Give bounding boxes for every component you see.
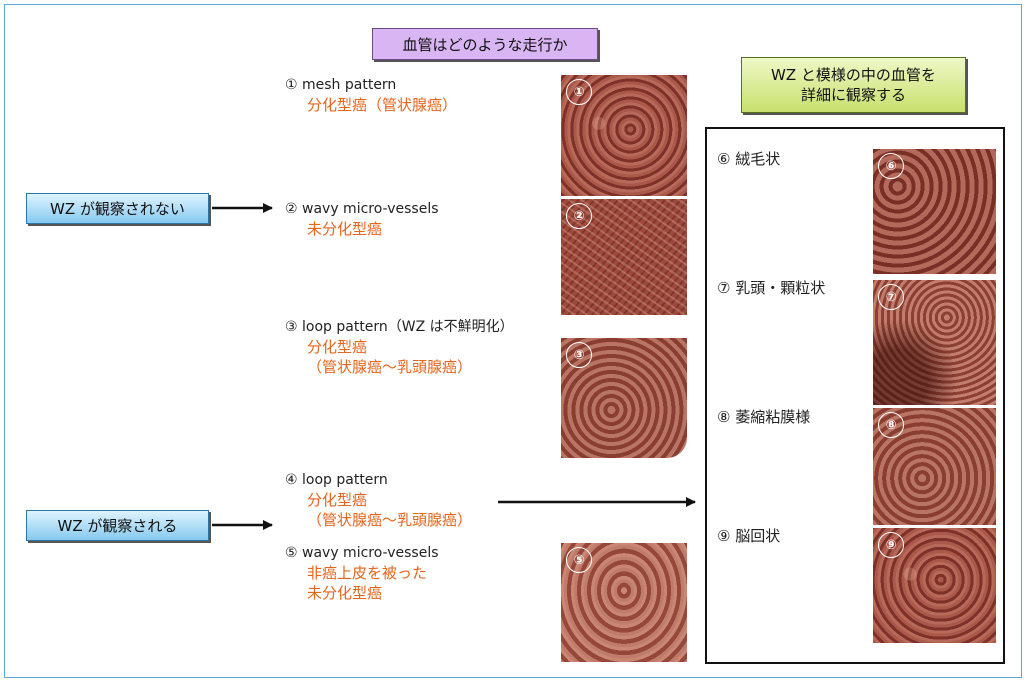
thumbnail-7-number: ⑦ <box>878 284 904 310</box>
right-item-6-label: ⑥ 絨毛状 <box>717 150 781 168</box>
condition-wz-observed: WZ が観察される <box>26 510 209 541</box>
right-item-7: ⑦ 乳頭・顆粒状 <box>717 279 825 298</box>
thumbnail-9-number: ⑨ <box>878 532 904 558</box>
thumbnail-8: ⑧ <box>873 408 996 525</box>
thumbnail-3-number: ③ <box>566 342 592 368</box>
thumbnail-1: ① <box>561 75 687 196</box>
right-section-title: WZ と模様の中の血管を 詳細に観察する <box>741 57 966 113</box>
thumbnail-6-number: ⑥ <box>878 153 904 179</box>
item-4: ④ loop pattern 分化型癌 （管状腺癌～乳頭腺癌） <box>285 471 472 530</box>
item-5-en: ⑤ wavy micro-vessels <box>285 545 439 561</box>
thumbnail-1-number: ① <box>566 79 592 105</box>
item-3-jp-1: 分化型癌 <box>307 338 368 356</box>
outer-frame <box>4 4 1022 678</box>
item-5: ⑤ wavy micro-vessels 非癌上皮を被った 未分化型癌 <box>285 544 439 603</box>
thumbnail-9: ⑨ <box>873 528 996 643</box>
condition-observed-text: WZ が観察される <box>57 517 178 535</box>
item-2-en: ② wavy micro-vessels <box>285 201 439 217</box>
item-4-jp-2: （管状腺癌～乳頭腺癌） <box>307 511 473 529</box>
condition-wz-not-observed: WZ が観察されない <box>26 193 209 224</box>
item-2: ② wavy micro-vessels 未分化型癌 <box>285 200 439 239</box>
right-item-6: ⑥ 絨毛状 <box>717 150 780 169</box>
item-1-en: ① mesh pattern <box>285 77 397 93</box>
right-item-8: ⑧ 萎縮粘膜様 <box>717 408 810 427</box>
right-item-9-label: ⑨ 脳回状 <box>717 527 781 545</box>
condition-not-observed-text: WZ が観察されない <box>50 200 185 218</box>
left-section-title: 血管はどのような走行か <box>372 28 598 60</box>
right-item-8-label: ⑧ 萎縮粘膜様 <box>717 408 811 426</box>
thumbnail-2-number: ② <box>566 203 592 229</box>
thumbnail-5-number: ⑤ <box>566 547 592 573</box>
thumbnail-5: ⑤ <box>561 543 687 662</box>
thumbnail-2: ② <box>561 199 687 315</box>
right-item-9: ⑨ 脳回状 <box>717 527 780 546</box>
thumbnail-8-number: ⑧ <box>878 412 904 438</box>
item-2-jp: 未分化型癌 <box>307 220 383 238</box>
item-3-en: ③ loop pattern（WZ は不鮮明化） <box>285 319 514 335</box>
thumbnail-3: ③ <box>561 338 687 458</box>
right-item-7-label: ⑦ 乳頭・顆粒状 <box>717 279 826 297</box>
right-title-line1: WZ と模様の中の血管を <box>771 66 936 84</box>
item-5-jp-1: 非癌上皮を被った <box>307 564 428 582</box>
item-1-jp: 分化型癌（管状腺癌） <box>307 96 458 114</box>
item-4-en: ④ loop pattern <box>285 472 388 488</box>
item-3: ③ loop pattern（WZ は不鮮明化） 分化型癌 （管状腺癌～乳頭腺癌… <box>285 318 514 377</box>
thumbnail-7: ⑦ <box>873 280 996 405</box>
item-3-jp-2: （管状腺癌～乳頭腺癌） <box>307 358 473 376</box>
item-1: ① mesh pattern 分化型癌（管状腺癌） <box>285 76 457 115</box>
left-title-text: 血管はどのような走行か <box>402 35 568 54</box>
item-4-jp-1: 分化型癌 <box>307 491 368 509</box>
thumbnail-6: ⑥ <box>873 149 996 274</box>
item-5-jp-2: 未分化型癌 <box>307 584 383 602</box>
right-title-line2: 詳細に観察する <box>800 86 906 104</box>
